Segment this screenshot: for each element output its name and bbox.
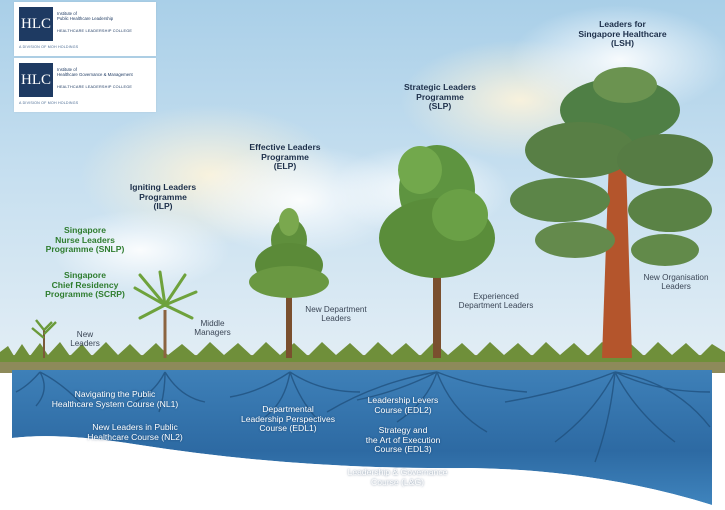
label-line: New Organisation — [643, 273, 709, 282]
label-line: Course (EDL3) — [374, 444, 432, 455]
label-line: (SLP) — [428, 101, 452, 112]
label-line: Middle — [200, 319, 225, 328]
tree-large-pine — [510, 67, 713, 358]
label-line: Healthcare System Course (NL1) — [51, 398, 179, 409]
stage-label-new-organisation-leaders: New Organisation Leaders — [636, 273, 716, 291]
label-line: Strategic Leaders — [403, 82, 477, 92]
label-line: (ELP) — [273, 161, 297, 172]
programme-label-lsh: Leaders for Singapore Healthcare (LSH) — [560, 19, 685, 49]
label-line: Programme (SNLP) — [45, 244, 125, 255]
label-line: Leaders for — [599, 19, 646, 29]
label-line: Programme — [261, 151, 309, 162]
water — [12, 370, 712, 505]
label-line: Nurse Leaders — [55, 234, 115, 245]
grass — [0, 342, 725, 362]
course-label-edl1: Departmental Leadership Perspectives Cou… — [228, 404, 348, 434]
stage-label-new-leaders: New Leaders — [60, 330, 110, 348]
logo-line: Healthcare Governance & Management — [57, 72, 133, 78]
label-line: New — [76, 330, 94, 339]
logo-division: A DIVISION OF MOH HOLDINGS — [19, 101, 79, 105]
label-line: (ILP) — [153, 201, 173, 212]
label-line: (LSH) — [611, 38, 634, 49]
label-line: Igniting Leaders — [129, 182, 197, 192]
label-line: New Leaders in Public — [92, 422, 178, 432]
stage-label-experienced-department-leaders: Experienced Department Leaders — [450, 292, 542, 310]
logo-division: A DIVISION OF MOH HOLDINGS — [19, 45, 79, 49]
logo-line: Public Healthcare Leadership — [57, 16, 114, 22]
course-label-lg: Leadership & Governance Course (L&G) — [330, 467, 465, 487]
label-line: the Art of Execution — [365, 434, 441, 445]
label-line: Departmental — [262, 404, 314, 414]
logo-college-name: HEALTHCARE LEADERSHIP COLLEGE — [57, 29, 133, 33]
label-line: Leaders — [70, 339, 100, 349]
label-line: Department Leaders — [458, 301, 534, 311]
programme-label-scrp: Singapore Chief Residency Programme (SCR… — [30, 270, 140, 300]
label-line: Programme — [139, 191, 187, 202]
label-line: Leadership Levers — [367, 395, 439, 405]
programme-label-slp: Strategic Leaders Programme (SLP) — [385, 82, 495, 112]
course-label-edl2: Leadership Levers Course (EDL2) — [348, 395, 458, 415]
label-line: Leaders — [661, 282, 691, 292]
label-line: Experienced — [473, 292, 519, 301]
label-line: Singapore — [63, 225, 107, 235]
roots — [15, 371, 711, 463]
label-line: Leadership Perspectives — [240, 413, 336, 424]
label-line: Course (EDL1) — [259, 423, 317, 434]
hlc-logo-mark: HLC — [19, 7, 53, 41]
label-line: Managers — [194, 328, 231, 338]
label-line: Singapore — [63, 270, 107, 280]
course-label-edl3: Strategy and the Art of Execution Course… — [348, 425, 458, 455]
label-line: Leaders — [321, 314, 351, 324]
label-line: Programme — [416, 91, 464, 102]
label-line: Singapore Healthcare — [578, 28, 667, 39]
stage-label-middle-managers: Middle Managers — [185, 319, 240, 337]
logo-line: Institute of — [57, 67, 77, 72]
course-label-nl2: New Leaders in Public Healthcare Course … — [60, 422, 210, 442]
stage-label-new-department-leaders: New Department Leaders — [296, 305, 376, 323]
label-line: Navigating the Public — [74, 389, 156, 399]
label-line: New Department — [305, 305, 367, 314]
label-line: Programme (SCRP) — [45, 289, 125, 300]
cloud — [510, 5, 725, 115]
tree-sapling — [31, 319, 57, 358]
water-edge — [12, 436, 712, 510]
programme-label-ilp: Igniting Leaders Programme (ILP) — [108, 182, 218, 212]
cloud — [50, 210, 230, 290]
tree-small-palm — [133, 270, 198, 358]
programme-label-elp: Effective Leaders Programme (ELP) — [230, 142, 340, 172]
label-line: Healthcare Course (NL2) — [87, 431, 183, 442]
hlc-logo-mark: HLC — [19, 63, 53, 97]
logo-line: Institute of — [57, 11, 77, 16]
label-line: Chief Residency — [51, 279, 119, 290]
label-line: Course (L&G) — [370, 476, 424, 487]
tree-broad — [379, 145, 495, 358]
label-line: Strategy and — [378, 425, 428, 435]
logo-college-name: HEALTHCARE LEADERSHIP COLLEGE — [57, 85, 133, 89]
label-line: Course (EDL2) — [374, 404, 432, 415]
label-line: Leadership & Governance — [347, 467, 448, 477]
programme-label-snlp: Singapore Nurse Leaders Programme (SNLP) — [30, 225, 140, 255]
course-label-nl1: Navigating the Public Healthcare System … — [30, 389, 200, 409]
label-line: Effective Leaders — [249, 142, 321, 152]
tree-conifer — [249, 208, 329, 358]
